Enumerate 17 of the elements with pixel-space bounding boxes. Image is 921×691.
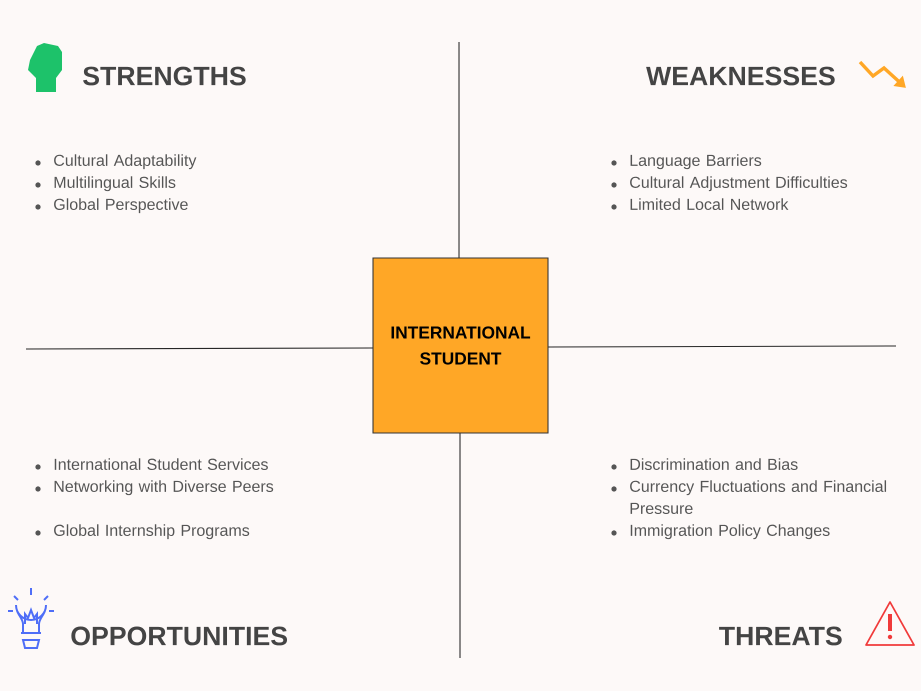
- heading: STRENGTHS: [83, 66, 246, 86]
- heading: THREATS: [719, 626, 842, 646]
- list-item: Global Perspective: [35, 198, 188, 214]
- list-item: Global Internship Programs: [35, 524, 250, 540]
- list-item: Limited Local Network: [611, 198, 788, 210]
- list-item: Multilingual Skills: [35, 176, 176, 192]
- list-item: Cultural Adjustment Difficulties: [611, 176, 848, 192]
- list-item: Currency Fluctuations and Financial Pressure: [611, 480, 886, 514]
- heading: OPPORTUNITIES: [71, 626, 288, 646]
- list-item: International Student Services: [35, 458, 268, 470]
- list-item: Discrimination and Bias: [611, 458, 798, 470]
- list-item: Language Barriers: [611, 154, 762, 170]
- center-box: INTERNATIONAL STUDENT: [372, 257, 549, 434]
- list-item: Cultural Adaptability: [35, 154, 196, 170]
- list-item: Immigration Policy Changes: [611, 524, 830, 540]
- heading: WEAKNESSES: [646, 66, 835, 86]
- list-item: Networking with Diverse Peers: [35, 480, 274, 496]
